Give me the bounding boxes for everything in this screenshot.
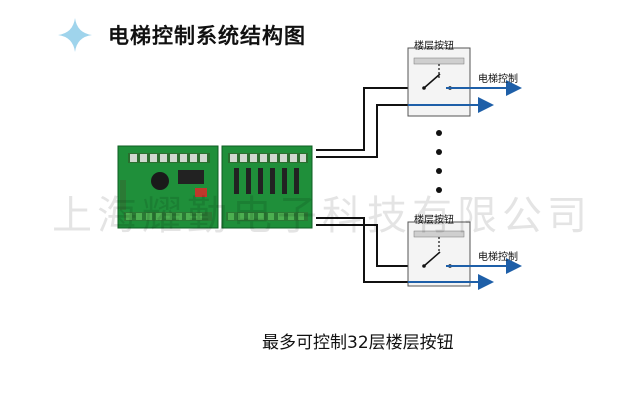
wiring-top (316, 87, 424, 158)
diagram-title: 电梯控制系统结构图 (108, 24, 306, 48)
floor-button-bottom-box (407, 221, 471, 287)
diagram-caption: 最多可控制32层楼层按钮 (262, 333, 454, 353)
controller-board-main (117, 145, 219, 229)
sparkle-icon (58, 18, 92, 52)
floor-button-bottom-label: 楼层按钮 (414, 215, 454, 226)
elevator-control-top-label: 电梯控制 (478, 74, 518, 85)
company-watermark: 上海耀勤电子科技有限公司 (52, 193, 592, 239)
vertical-dots-icon (436, 130, 442, 193)
floor-button-top-label: 楼层按钮 (414, 41, 454, 52)
controller-board-expansion (221, 145, 313, 229)
wiring-bottom (316, 217, 424, 283)
elevator-control-bottom-label: 电梯控制 (478, 252, 518, 263)
